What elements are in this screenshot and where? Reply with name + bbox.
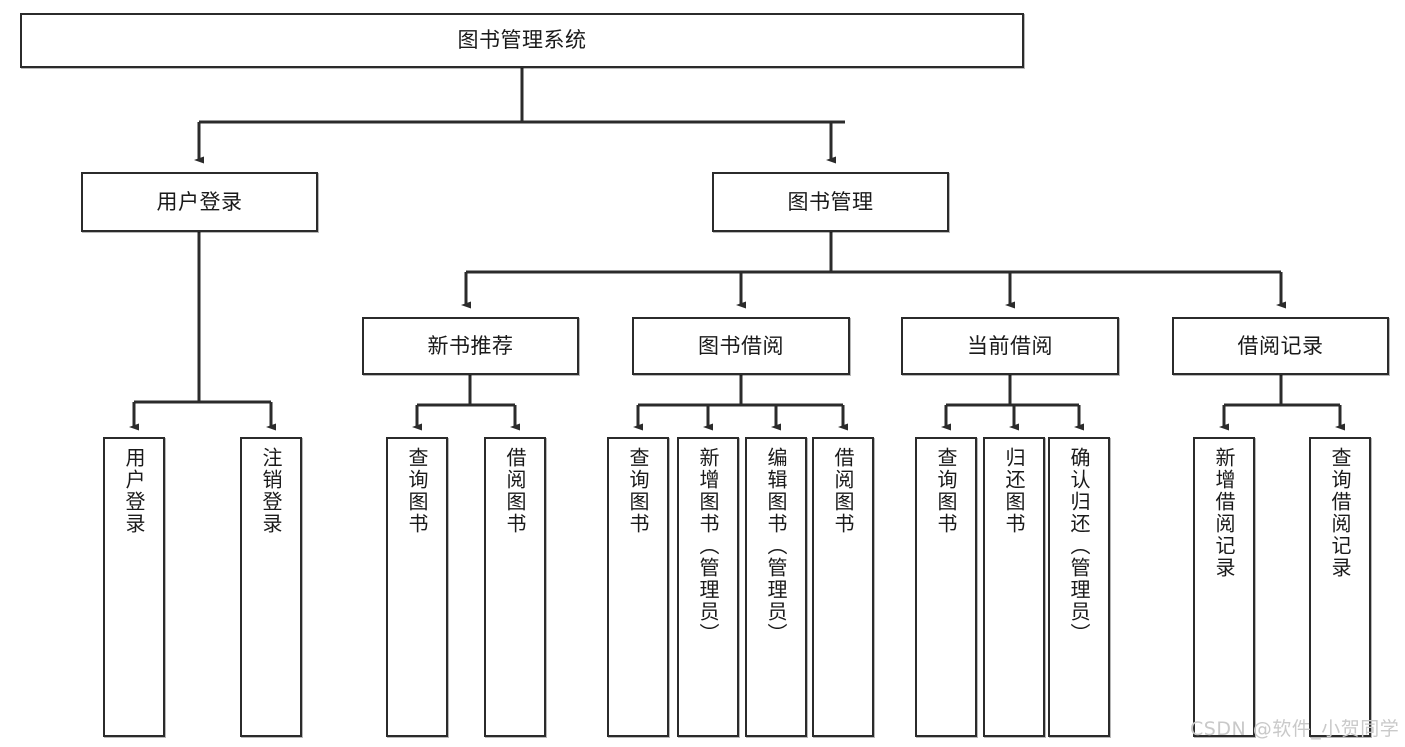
node-leaf-borrow-add-book[interactable]: 新增图书（管理员）: [677, 437, 739, 737]
node-leaf-rec-query-record[interactable]: 查询借阅记录: [1309, 437, 1371, 737]
node-leaf-rec-query-book[interactable]: 查询图书: [386, 437, 448, 737]
node-user-login[interactable]: 用户登录: [81, 172, 318, 232]
node-leaf-rec-add-record-label: 新增借阅记录: [1212, 447, 1236, 579]
node-leaf-rec-query-record-label: 查询借阅记录: [1328, 447, 1352, 579]
csdn-watermark: CSDN @软件_小贺同学: [1190, 718, 1400, 740]
node-leaf-cur-return-book[interactable]: 归还图书: [983, 437, 1045, 737]
node-leaf-cur-confirm-return-label: 确认归还（管理员）: [1067, 447, 1091, 645]
node-leaf-user-logout-label: 注销登录: [259, 447, 283, 535]
node-leaf-user-logout[interactable]: 注销登录: [240, 437, 302, 737]
node-leaf-rec-borrow-book[interactable]: 借阅图书: [484, 437, 546, 737]
node-leaf-borrow-borrow-book-label: 借阅图书: [831, 447, 855, 535]
node-book-borrow-label: 图书借阅: [698, 333, 784, 358]
node-leaf-rec-add-record[interactable]: 新增借阅记录: [1193, 437, 1255, 737]
node-leaf-borrow-borrow-book[interactable]: 借阅图书: [812, 437, 874, 737]
node-leaf-borrow-edit-book[interactable]: 编辑图书（管理员）: [745, 437, 807, 737]
node-book-borrow[interactable]: 图书借阅: [632, 317, 850, 375]
node-borrow-record-label: 借阅记录: [1237, 333, 1324, 358]
node-leaf-cur-return-book-label: 归还图书: [1002, 447, 1026, 535]
node-leaf-borrow-edit-book-label: 编辑图书（管理员）: [764, 447, 788, 645]
node-borrow-record[interactable]: 借阅记录: [1172, 317, 1389, 375]
node-leaf-cur-confirm-return[interactable]: 确认归还（管理员）: [1048, 437, 1110, 737]
node-leaf-rec-query-book-label: 查询图书: [405, 447, 429, 535]
node-leaf-user-login-label: 用户登录: [122, 447, 146, 535]
node-current-borrow[interactable]: 当前借阅: [901, 317, 1119, 375]
node-book-manage[interactable]: 图书管理: [712, 172, 949, 232]
node-user-login-label: 用户登录: [156, 189, 243, 214]
node-leaf-cur-query-book[interactable]: 查询图书: [915, 437, 977, 737]
node-current-borrow-label: 当前借阅: [967, 333, 1053, 358]
node-leaf-borrow-add-book-label: 新增图书（管理员）: [696, 447, 720, 645]
node-new-book-rec-label: 新书推荐: [427, 333, 514, 358]
node-leaf-cur-query-book-label: 查询图书: [934, 447, 958, 535]
node-new-book-rec[interactable]: 新书推荐: [362, 317, 579, 375]
node-root-label: 图书管理系统: [457, 28, 587, 53]
node-leaf-borrow-query-book-label: 查询图书: [626, 447, 650, 535]
node-leaf-borrow-query-book[interactable]: 查询图书: [607, 437, 669, 737]
node-root[interactable]: 图书管理系统: [20, 13, 1024, 68]
node-leaf-rec-borrow-book-label: 借阅图书: [503, 447, 527, 535]
node-book-manage-label: 图书管理: [787, 189, 874, 214]
node-leaf-user-login[interactable]: 用户登录: [103, 437, 165, 737]
